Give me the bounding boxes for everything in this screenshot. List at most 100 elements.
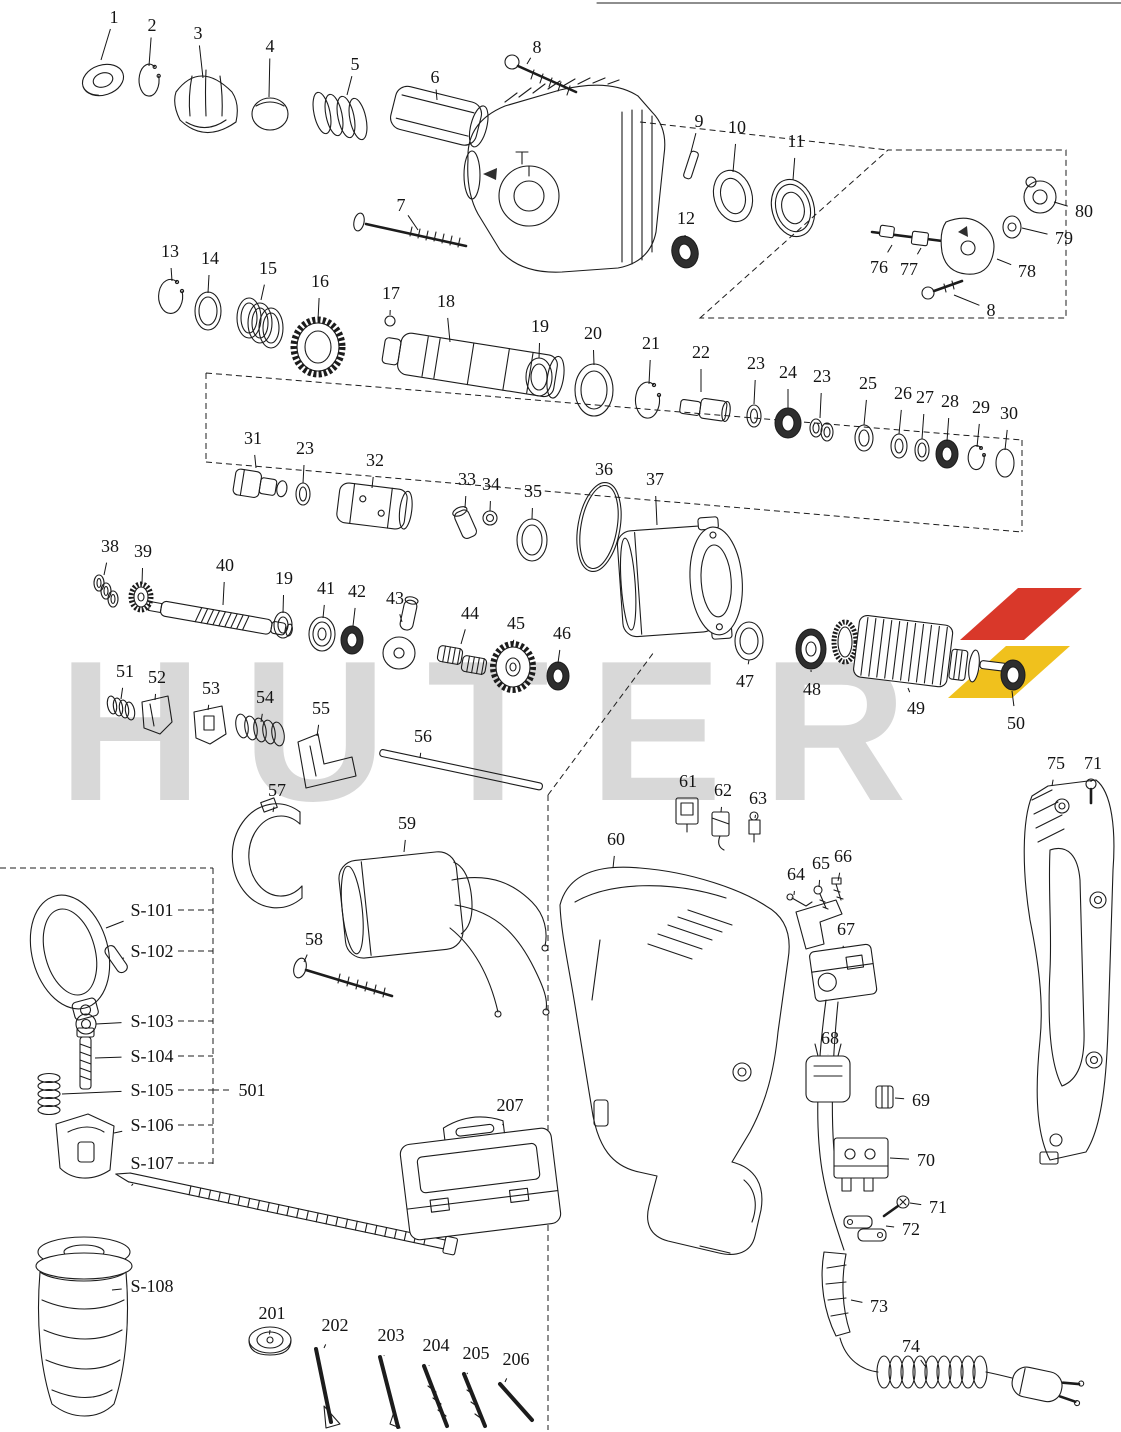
part-label-18: 18 bbox=[437, 291, 455, 311]
part-label-44: 44 bbox=[461, 603, 479, 623]
part-label-64: 64 bbox=[787, 864, 805, 884]
leader-line-S-105 bbox=[61, 1090, 122, 1095]
part-label-65: 65 bbox=[812, 853, 830, 873]
leader-line-79 bbox=[1021, 227, 1048, 235]
leader-line-47 bbox=[747, 659, 750, 665]
leader-line-37 bbox=[655, 495, 658, 526]
part-label-203: 203 bbox=[378, 1325, 405, 1345]
part-label-76: 76 bbox=[870, 257, 888, 277]
part-striker-31 bbox=[232, 468, 288, 498]
part-brush-holder-61 bbox=[675, 797, 699, 833]
part-label-8a: 8 bbox=[533, 37, 542, 57]
part-screw-58 bbox=[293, 957, 394, 998]
part-circlip-21 bbox=[634, 381, 662, 419]
part-label-60: 60 bbox=[607, 829, 625, 849]
part-spring-54 bbox=[235, 713, 285, 747]
part-washers-38 bbox=[93, 574, 119, 608]
leader-line-18 bbox=[447, 317, 451, 343]
part-label-54: 54 bbox=[256, 687, 274, 707]
part-label-24: 24 bbox=[779, 362, 797, 382]
part-label-201: 201 bbox=[259, 1303, 286, 1323]
part-label-3: 3 bbox=[194, 23, 203, 43]
part-label-206: 206 bbox=[503, 1349, 530, 1369]
part-knob-80 bbox=[1023, 180, 1057, 214]
leader-line-76 bbox=[887, 244, 893, 253]
leader-line-21 bbox=[648, 359, 651, 385]
part-shaft-40 bbox=[147, 600, 293, 637]
part-circlip-13 bbox=[158, 278, 185, 314]
leader-line-26 bbox=[898, 409, 902, 435]
part-bearing-28 bbox=[935, 439, 959, 469]
part-label-4: 4 bbox=[266, 36, 275, 56]
part-bearing-48 bbox=[795, 628, 827, 670]
leader-line-23a bbox=[753, 379, 756, 405]
part-label-S-102: S-102 bbox=[130, 941, 173, 961]
part-washer-27 bbox=[914, 438, 930, 462]
part-bearing-50 bbox=[1000, 659, 1026, 691]
part-screw-65 bbox=[813, 885, 829, 910]
leader-line-3 bbox=[198, 45, 204, 79]
part-handle-loop-s101 bbox=[29, 894, 111, 1021]
part-drill-bit-205 bbox=[462, 1372, 487, 1428]
leader-line-75 bbox=[1051, 779, 1054, 787]
leader-line-10 bbox=[732, 143, 736, 173]
part-label-41: 41 bbox=[317, 578, 335, 598]
part-ring-35 bbox=[516, 518, 548, 562]
part-gear-42 bbox=[340, 625, 364, 655]
part-label-31: 31 bbox=[244, 428, 262, 448]
part-label-74: 74 bbox=[902, 1336, 920, 1356]
part-dust-cap bbox=[81, 63, 125, 97]
part-rod-56 bbox=[379, 749, 543, 791]
part-label-S-105: S-105 bbox=[130, 1080, 173, 1100]
part-label-207: 207 bbox=[497, 1095, 524, 1115]
part-label-5: 5 bbox=[351, 54, 360, 74]
part-label-23c: 23 bbox=[296, 438, 314, 458]
part-spring-s105 bbox=[37, 1072, 61, 1116]
part-label-17: 17 bbox=[382, 283, 400, 303]
leader-line-S-108 bbox=[111, 1288, 122, 1291]
leader-line-205 bbox=[466, 1372, 468, 1375]
part-carry-case-207 bbox=[399, 1116, 562, 1241]
part-label-70: 70 bbox=[917, 1150, 935, 1170]
part-label-78: 78 bbox=[1018, 261, 1036, 281]
part-label-62: 62 bbox=[714, 780, 732, 800]
part-label-30: 30 bbox=[1000, 403, 1018, 423]
part-label-55: 55 bbox=[312, 698, 330, 718]
part-screw-71b bbox=[882, 1195, 910, 1218]
part-washer-79 bbox=[1002, 215, 1022, 239]
part-cord-clamp-72 bbox=[843, 1215, 887, 1242]
part-label-43: 43 bbox=[386, 588, 404, 608]
part-gear-39 bbox=[128, 581, 154, 613]
leader-line-9 bbox=[690, 132, 697, 153]
part-label-12: 12 bbox=[677, 208, 695, 228]
leader-line-39 bbox=[141, 567, 143, 585]
part-label-58: 58 bbox=[305, 929, 323, 949]
leader-line-25 bbox=[863, 399, 867, 426]
part-label-57: 57 bbox=[268, 780, 286, 800]
leader-line-43 bbox=[399, 614, 403, 623]
part-piston-rod-22 bbox=[679, 397, 731, 422]
leader-line-56 bbox=[419, 752, 422, 759]
part-label-38: 38 bbox=[101, 536, 119, 556]
part-stator-59 bbox=[338, 851, 473, 959]
part-piston-24 bbox=[774, 407, 802, 439]
part-cap-4 bbox=[251, 97, 289, 131]
part-label-56: 56 bbox=[414, 726, 432, 746]
leader-line-41 bbox=[322, 604, 325, 619]
part-label-75: 75 bbox=[1047, 753, 1065, 773]
part-clamp-s106 bbox=[55, 1113, 115, 1179]
part-bearing-11 bbox=[770, 178, 816, 238]
part-label-23b: 23 bbox=[813, 366, 831, 386]
part-oring-36 bbox=[576, 481, 622, 573]
part-label-10: 10 bbox=[728, 117, 746, 137]
part-label-11: 11 bbox=[787, 131, 804, 151]
part-bracket-52 bbox=[141, 695, 173, 735]
part-screw-71a bbox=[1085, 778, 1097, 805]
part-sleeve-69 bbox=[875, 1085, 894, 1109]
part-gear-45 bbox=[490, 641, 536, 693]
leader-line-38 bbox=[103, 562, 108, 576]
leader-line-20 bbox=[593, 349, 595, 366]
part-label-27: 27 bbox=[916, 387, 934, 407]
part-cylinder-32 bbox=[336, 482, 413, 530]
